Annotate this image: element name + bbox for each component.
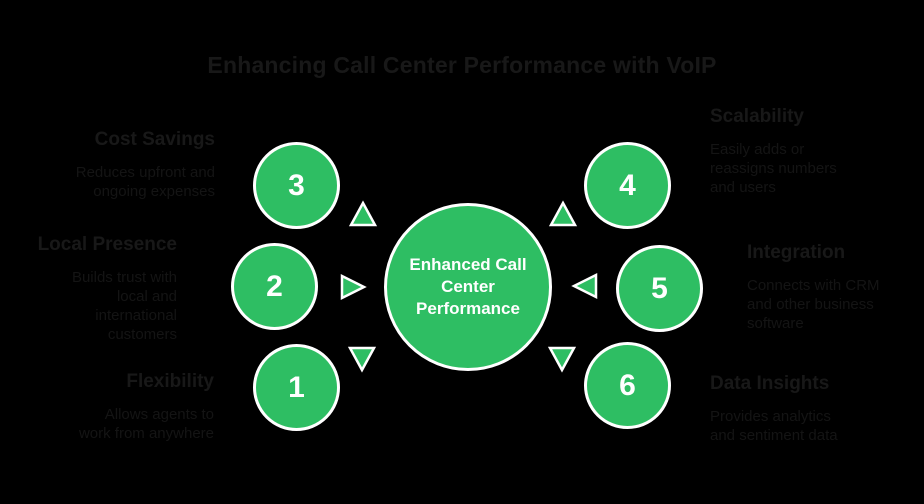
step-circle-6: 6 (584, 342, 671, 429)
step-circle-4: 4 (584, 142, 671, 229)
data-insights-heading: Data Insights (710, 373, 830, 394)
step-number-6: 6 (619, 368, 636, 402)
cost-savings-heading: Cost Savings (94, 129, 215, 150)
arrow-down-icon (547, 346, 577, 373)
step-number-3: 3 (288, 168, 305, 202)
label-scalability: Scalability Easily adds or reassigns num… (710, 106, 837, 197)
cost-savings-description: Reduces upfront and ongoing expenses (75, 164, 215, 200)
arrow-up-icon (548, 200, 578, 227)
data-insights-description: Provides analytics and sentiment data (710, 408, 838, 444)
step-number-1: 1 (288, 370, 305, 404)
scalability-description: Easily adds or reassigns numbers and use… (710, 141, 837, 196)
page-title: Enhancing Call Center Performance with V… (207, 52, 717, 78)
step-circle-5: 5 (616, 245, 703, 332)
label-data-insights: Data Insights Provides analytics and sen… (710, 373, 838, 445)
arrow-left-icon (571, 272, 598, 300)
center-line-3: Performance (416, 299, 520, 318)
center-line-1: Enhanced Call (409, 255, 527, 274)
label-integration: Integration Connects with CRM and other … (747, 242, 880, 333)
arrow-down-icon (347, 346, 377, 373)
flexibility-heading: Flexibility (126, 371, 214, 392)
local-presence-description: Builds trust with local and internationa… (71, 269, 177, 343)
step-number-4: 4 (619, 168, 636, 202)
center-line-2: Center (441, 277, 495, 296)
step-circle-1: 1 (253, 344, 340, 431)
step-circle-3: 3 (253, 142, 340, 229)
label-cost-savings: Cost Savings Reduces upfront and ongoing… (76, 129, 215, 201)
arrow-up-icon (348, 200, 378, 227)
integration-heading: Integration (747, 242, 846, 263)
scalability-heading: Scalability (710, 106, 804, 127)
step-number-5: 5 (651, 271, 668, 305)
step-number-2: 2 (266, 269, 283, 303)
center-circle: Enhanced Call Center Performance (384, 203, 552, 371)
label-local-presence: Local Presence Builds trust with local a… (38, 234, 177, 344)
local-presence-heading: Local Presence (37, 234, 177, 255)
flexibility-description: Allows agents to work from anywhere (78, 406, 214, 442)
label-flexibility: Flexibility Allows agents to work from a… (79, 371, 214, 443)
step-circle-2: 2 (231, 243, 318, 330)
integration-description: Connects with CRM and other business sof… (747, 277, 880, 332)
arrow-right-icon (340, 273, 367, 301)
